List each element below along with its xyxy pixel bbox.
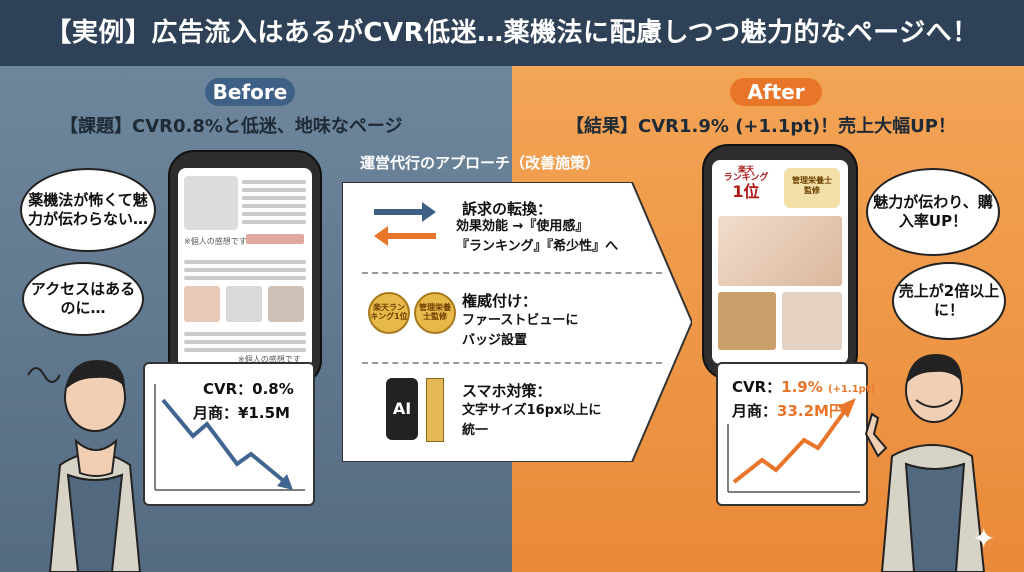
powder-spoon-image [782, 292, 842, 350]
after-cvr-value: 1.9% [781, 378, 823, 396]
before-heading: 【課題】CVR0.8%と低迷、地味なページ [60, 116, 403, 137]
after-sales-value: 33.2M円 [777, 402, 844, 420]
step-2-desc-2: バッジ設置 [462, 333, 528, 348]
happy-person-illustration [864, 354, 986, 572]
text-block-3 [184, 328, 306, 356]
down-trend-chart [154, 384, 305, 491]
page-title: 【実例】広告流入はあるがCVR低迷…薬機法に配慮しつつ魅力的なページへ！ [0, 0, 1024, 66]
nutritionist-badge: 管理栄養士 監修 [784, 168, 840, 208]
smartphone-icon: AI [386, 378, 418, 440]
thumb-3 [268, 286, 304, 322]
text-block [242, 176, 306, 228]
after-cvr-row: CVR：1.9% (+1.1pt) [732, 378, 876, 396]
step-divider-2 [362, 362, 662, 364]
after-cvr-delta: (+1.1pt) [828, 384, 876, 395]
pink-label [246, 234, 304, 244]
supervised-badge-icon: 管理栄養士監修 [414, 292, 456, 334]
ruler-icon [426, 378, 444, 442]
before-cvr: CVR：0.8% [203, 380, 294, 398]
up-trend-chart [727, 398, 860, 493]
after-label: After [730, 78, 822, 106]
before-metrics-card: CVR：0.8% 月商：¥1.5M [143, 362, 315, 506]
after-sales-row: 月商：33.2M円 [732, 402, 844, 420]
step-2-title: 権威付け： [462, 292, 538, 310]
before-phone: ※個人の感想です ※個人の感想です [168, 150, 322, 386]
after-phone: 楽天 ランキング 1位 管理栄養士 監修 [702, 144, 858, 380]
rakuten-ranking-badge: 楽天 ランキング 1位 [723, 165, 769, 201]
approach-title: 運営代行のアプローチ（改善施策） [360, 154, 601, 172]
after-speech-bubble-2: 売上が2倍以上に！ [892, 262, 1006, 340]
product-image [184, 176, 238, 230]
step-3-desc-1: 文字サイズ16px以上に [462, 403, 602, 418]
worried-person-illustration [27, 360, 142, 572]
before-phone-screen: ※個人の感想です ※個人の感想です [178, 168, 312, 368]
after-speech-bubble-1: 魅力が伝わり、購入率UP！ [866, 168, 1000, 256]
ranking-badge-icon: 楽天ランキング1位 [368, 292, 410, 334]
text-block-2 [184, 256, 306, 284]
before-speech-bubble-1: 薬機法が怖くて魅力が伝わらない… [20, 168, 156, 252]
thumb-2 [226, 286, 262, 322]
after-heading: 【結果】CVR1.9% (+1.1pt)！売上大幅UP！ [566, 116, 956, 137]
before-speech-bubble-2: アクセスはあるのに… [22, 262, 144, 336]
step-1-title: 訴求の転換： [462, 200, 553, 218]
swap-arrows-icon [374, 202, 436, 246]
cream-product-image [718, 216, 842, 286]
step-1-desc-1: 効果効能 →『使用感』 [456, 219, 589, 234]
step-2-desc-1: ファーストビューに [462, 313, 579, 328]
before-sales: 月商：¥1.5M [193, 404, 290, 422]
disclaimer-text: ※個人の感想です [184, 237, 247, 246]
after-metrics-card: CVR：1.9% (+1.1pt) 月商：33.2M円 [716, 362, 875, 506]
food-image [718, 292, 776, 350]
step-3-title: スマホ対策： [462, 382, 552, 400]
step-3-desc-2: 統一 [462, 423, 489, 438]
before-label: Before [205, 78, 295, 106]
step-divider-1 [362, 272, 662, 274]
step-1-desc-2: 『ランキング』『希少性』へ [456, 239, 619, 254]
disclaimer-text-2: ※個人の感想です [238, 355, 301, 364]
sparkle-icon: ✦ [972, 522, 996, 555]
thumb-1 [184, 286, 220, 322]
after-phone-screen: 楽天 ランキング 1位 管理栄養士 監修 [712, 160, 848, 364]
